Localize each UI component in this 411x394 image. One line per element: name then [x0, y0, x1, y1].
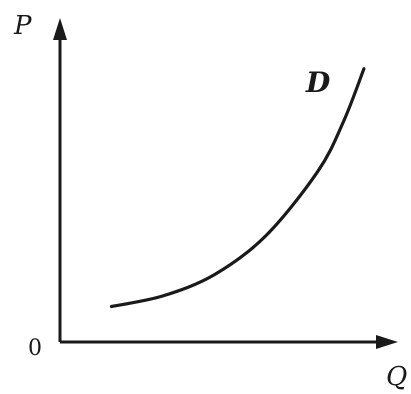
x-axis — [60, 335, 398, 349]
series-label-d: D — [305, 66, 331, 99]
origin-label: 0 — [28, 336, 42, 361]
x-axis-label: Q — [386, 362, 407, 392]
x-axis-arrow-icon — [376, 335, 398, 349]
y-axis — [53, 18, 67, 342]
y-axis-label: P — [13, 11, 32, 41]
demand-curve-d — [109, 67, 366, 309]
y-axis-arrow-icon — [53, 18, 67, 40]
